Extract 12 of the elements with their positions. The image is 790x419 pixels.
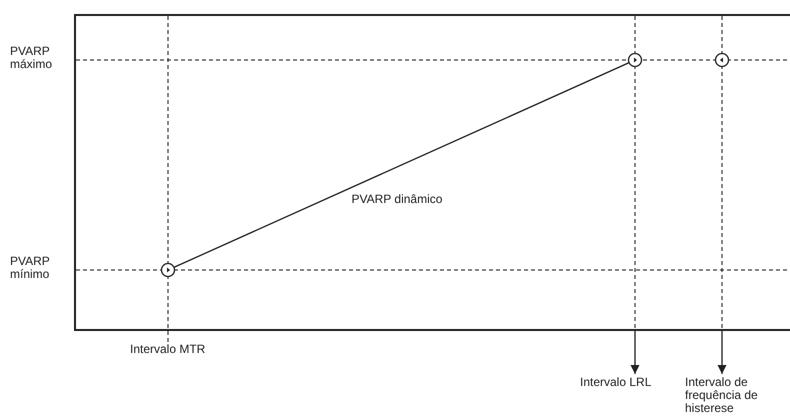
axis-label: Intervalo LRL: [580, 376, 680, 389]
point-marker: [160, 262, 176, 278]
connector-line: [174, 62, 629, 268]
axis-label: PVARP máximo: [10, 45, 54, 71]
axis-label: Intervalo MTR: [130, 343, 206, 356]
arrow: [630, 330, 640, 374]
axis-label: PVARP mínimo: [10, 255, 51, 281]
point-marker: [627, 52, 643, 68]
edge-label: PVARP dinâmico: [352, 193, 442, 206]
point-marker: [714, 52, 730, 68]
arrow: [717, 330, 727, 374]
axis-label: Intervalo de frequência de histerese: [685, 376, 759, 415]
